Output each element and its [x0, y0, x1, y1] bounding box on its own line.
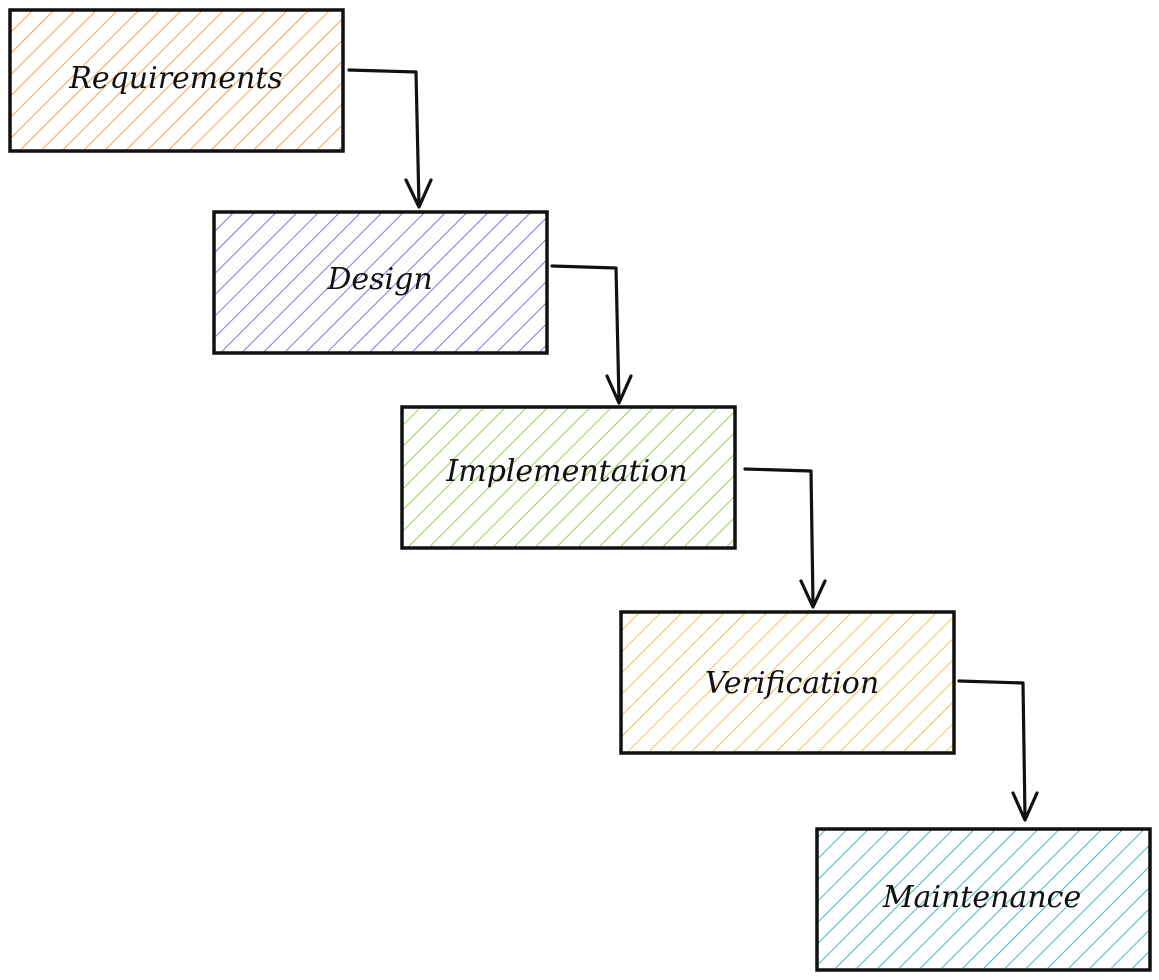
stage-requirements-label: Requirements [68, 61, 283, 96]
connector-verification-to-maintenance-line [957, 679, 1027, 819]
stage-implementation-box [400, 405, 737, 550]
connector-implementation-to-verification-arrowhead [799, 579, 827, 609]
stage-design-label: Design [326, 262, 432, 297]
stage-maintenance-label: Maintenance [882, 880, 1081, 915]
connector-verification-to-maintenance [957, 679, 1039, 822]
connector-design-to-implementation-arrowhead [605, 374, 633, 405]
connector-requirements-to-design [347, 68, 433, 209]
stage-verification-label: Verification [705, 666, 879, 701]
connector-implementation-to-verification-line [743, 467, 815, 605]
stage-verification: Verification [619, 610, 956, 755]
stage-maintenance-box [815, 827, 1152, 972]
stage-verification-box [619, 610, 956, 755]
stage-maintenance-fill [817, 829, 1150, 970]
connector-requirements-to-design-line [347, 68, 421, 208]
stage-requirements-box [8, 8, 345, 153]
stage-requirements-fill [10, 10, 343, 151]
stage-design: Design [212, 210, 549, 355]
connector-design-to-implementation-line [550, 264, 621, 403]
connector-implementation-to-verification [743, 467, 827, 609]
connector-design-to-implementation [550, 264, 633, 405]
stage-design-box [212, 210, 549, 355]
stage-implementation: Implementation [400, 405, 737, 550]
stage-implementation-label: Implementation [445, 454, 687, 489]
stage-requirements: Requirements [8, 8, 345, 153]
connector-requirements-to-design-arrowhead [404, 178, 433, 209]
stage-verification-fill [621, 612, 954, 753]
stage-maintenance: Maintenance [815, 827, 1152, 972]
connector-verification-to-maintenance-arrowhead [1011, 791, 1039, 822]
stage-implementation-fill [402, 407, 735, 548]
stage-design-fill [214, 212, 547, 353]
